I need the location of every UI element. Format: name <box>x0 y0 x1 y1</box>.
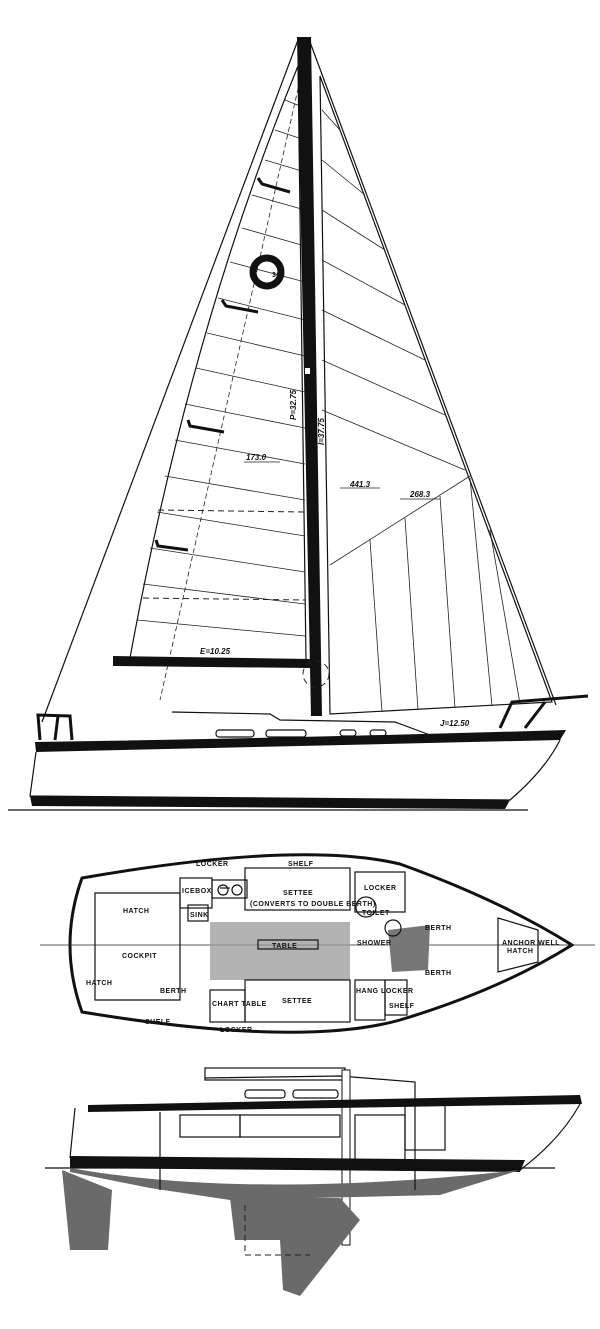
label-settee-note: (CONVERTS TO DOUBLE BERTH) <box>250 901 376 908</box>
label-berth-vee-stbd: BERTH <box>425 970 452 977</box>
bow-pulpit <box>498 694 589 729</box>
label-hang-locker: HANG LOCKER <box>356 988 414 995</box>
forepeak-sole <box>388 925 430 972</box>
backstay <box>41 39 299 723</box>
sheer-stripe-profile <box>88 1095 582 1112</box>
label-locker-fwd: LOCKER <box>364 885 397 892</box>
label-icebox: ICEBOX <box>182 888 212 895</box>
label-berth-vee-port: BERTH <box>425 925 452 932</box>
sheer-stripe <box>35 730 566 752</box>
hull-topsides <box>29 739 561 801</box>
jib-seams <box>321 109 521 713</box>
inboard-profile <box>45 1067 582 1296</box>
boot-stripe-profile <box>70 1156 525 1172</box>
portlight <box>244 1089 286 1099</box>
battens <box>154 177 291 552</box>
label-anchor-well: ANCHOR WELL <box>502 940 560 947</box>
cabin-sole <box>210 922 350 980</box>
label-toilet: TOILET <box>362 910 390 917</box>
cabin-profile <box>204 1075 416 1100</box>
label-hatch-lazarette: HATCH <box>86 980 112 987</box>
spreader-fitting <box>305 368 310 374</box>
label-locker-port: LOCKER <box>196 861 229 868</box>
rudder <box>62 1170 112 1250</box>
sail-plan: 30 173.0 441.3 268.3 P=32.75 I=37.75 E=1… <box>8 37 589 811</box>
label-settee-port: SETTEE <box>283 890 313 897</box>
hull-ends <box>69 1103 581 1171</box>
reef-line-2 <box>142 597 306 601</box>
stove-burner-icon <box>217 884 229 896</box>
dim-p-label: P=32.75 <box>289 389 298 420</box>
label-settee-stbd: SETTEE <box>282 998 312 1005</box>
draft-line <box>244 1205 310 1256</box>
label-berth-aft: BERTH <box>160 988 187 995</box>
label-locker-stbd: LOCKER <box>220 1027 253 1034</box>
label-shower: SHOWER <box>357 940 392 947</box>
mast <box>297 37 322 716</box>
insignia-text: 30 <box>272 272 281 279</box>
foretriangle-area-label: 441.3 <box>349 480 371 489</box>
jib <box>319 75 553 715</box>
mainsail <box>129 65 307 661</box>
label-sink: SINK <box>190 912 209 919</box>
class-insignia <box>249 254 285 290</box>
label-anchor-hatch: HATCH <box>507 948 533 955</box>
stern-pulpit <box>36 713 74 741</box>
label-table: TABLE <box>272 943 297 950</box>
label-hatch-aft: HATCH <box>123 908 149 915</box>
interior-furniture <box>159 1099 446 1190</box>
label-shelf-stbd: SHELF <box>145 1019 171 1026</box>
main-area-label: 173.0 <box>246 453 267 462</box>
label-chart-table: CHART TABLE <box>212 1001 267 1008</box>
label-shelf-fwd: SHELF <box>389 1003 415 1010</box>
underbody <box>70 1168 520 1200</box>
portlight <box>292 1089 339 1099</box>
label-shelf-port: SHELF <box>288 861 314 868</box>
mast-step <box>341 1069 351 1246</box>
deck-plan: LOCKER SHELF SETTEE (CONVERTS TO DOUBLE … <box>40 853 595 1034</box>
dim-e-label: E=10.25 <box>200 647 231 656</box>
stove-burner-icon <box>231 884 243 896</box>
cabin-top <box>171 711 431 736</box>
interior-bulkheads <box>94 867 539 1023</box>
boom <box>113 656 310 668</box>
keel <box>230 1198 360 1296</box>
boot-stripe <box>30 796 510 809</box>
dim-i-label: I=37.75 <box>317 418 326 445</box>
label-cockpit: COCKPIT <box>122 953 157 960</box>
jib-area-label: 268.3 <box>409 490 431 499</box>
dim-j-label: J=12.50 <box>440 719 470 728</box>
forestay <box>309 41 557 706</box>
gooseneck-circle <box>302 660 330 688</box>
mainsail-seams <box>136 79 306 701</box>
reef-line-1 <box>157 509 306 513</box>
